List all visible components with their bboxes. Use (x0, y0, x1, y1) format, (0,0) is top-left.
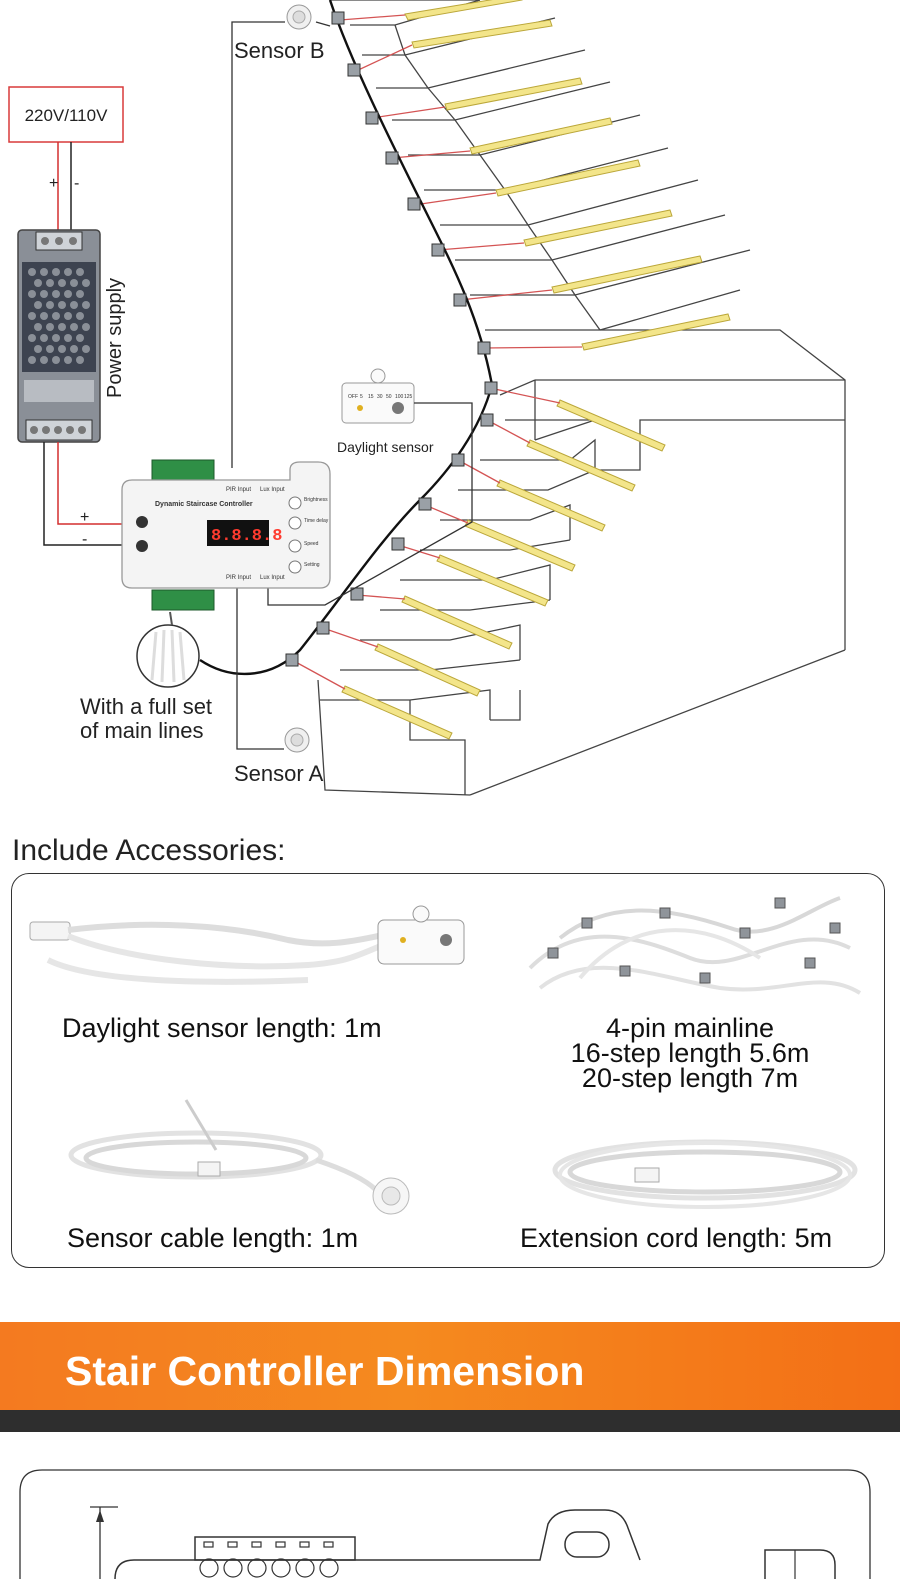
daylight-scale-125: 125 (404, 394, 413, 400)
led-strips (341, 0, 731, 740)
controller-display: 8.8.8.8 (211, 527, 282, 546)
button-label-time-delay: Time delay (304, 518, 329, 524)
daylight-scale-100: 100 (395, 394, 404, 400)
power-supply (17, 229, 101, 443)
sensor-a-label: Sensor A (234, 761, 324, 786)
button-label-brightness: Brightness (304, 497, 328, 503)
daylight-scale-off: OFF (348, 394, 358, 400)
controller-title: Dynamic Staircase Controller (155, 501, 253, 508)
output-plus-label: + (80, 509, 89, 526)
sensor-a (284, 727, 310, 753)
main-line (199, 0, 494, 676)
mains-minus-label: - (74, 175, 79, 192)
daylight-sensor (341, 368, 415, 424)
mainline-image (528, 896, 862, 995)
lux-input-top-label: Lux Input (260, 487, 285, 493)
sensor-cable-image (68, 1099, 410, 1215)
sensor-b-label: Sensor B (234, 38, 325, 63)
dimension-banner: Stair Controller Dimension (0, 1322, 900, 1432)
accessory-extension-caption: Extension cord length: 5m (520, 1223, 833, 1253)
lux-input-bottom-label: Lux Input (260, 575, 285, 581)
banner-title: Stair Controller Dimension (65, 1348, 585, 1394)
button-label-setting: Setting (304, 562, 320, 568)
daylight-scale-30: 30 (377, 394, 383, 400)
pir-input-top-label: PIR Input (226, 487, 251, 493)
daylight-sensor-cable-image (29, 905, 465, 985)
wiring-diagram: 220V/110V + - Power supply + - (8, 0, 846, 796)
pir-input-bottom-label: PIR Input (226, 575, 251, 581)
accessory-mainline-caption: 4-pin mainline 16-step length 5.6m 20-st… (520, 1013, 860, 1093)
mainline-caption-line1: 4-pin mainline (605, 1013, 775, 1043)
daylight-scale-15: 15 (368, 394, 374, 400)
daylight-sensor-label: Daylight sensor (337, 439, 434, 455)
mains-label: 220V/110V (25, 106, 109, 125)
controller-dimension-drawing (19, 1469, 871, 1579)
mainline-caption-line3: 20-step length 7m (581, 1063, 799, 1093)
main-lines-bundle (136, 611, 200, 688)
output-minus-label: - (82, 531, 87, 548)
daylight-scale: OFF 5 15 30 50 100 125 (348, 394, 413, 400)
daylight-scale-50: 50 (386, 394, 392, 400)
power-supply-label: Power supply (104, 278, 126, 398)
mainline-caption-line2: 16-step length 5.6m (570, 1038, 810, 1068)
accessory-daylight-caption: Daylight sensor length: 1m (62, 1013, 382, 1043)
button-label-speed: Speed (304, 541, 319, 547)
daylight-scale-5: 5 (360, 394, 363, 400)
main-lines-caption-line1: With a full set (80, 694, 212, 719)
sensor-b (286, 4, 312, 30)
extension-cord-image (552, 1139, 858, 1209)
accessories-title: Include Accessories: (12, 834, 286, 867)
mains-box (8, 86, 124, 143)
accessories-panel (11, 873, 885, 1268)
stair-controller (121, 459, 331, 611)
accessory-sensor-caption: Sensor cable length: 1m (67, 1223, 359, 1253)
banner-dark-stripe (0, 1410, 900, 1432)
mains-plus-label: + (49, 175, 58, 192)
main-lines-caption-line2: of main lines (80, 718, 204, 743)
